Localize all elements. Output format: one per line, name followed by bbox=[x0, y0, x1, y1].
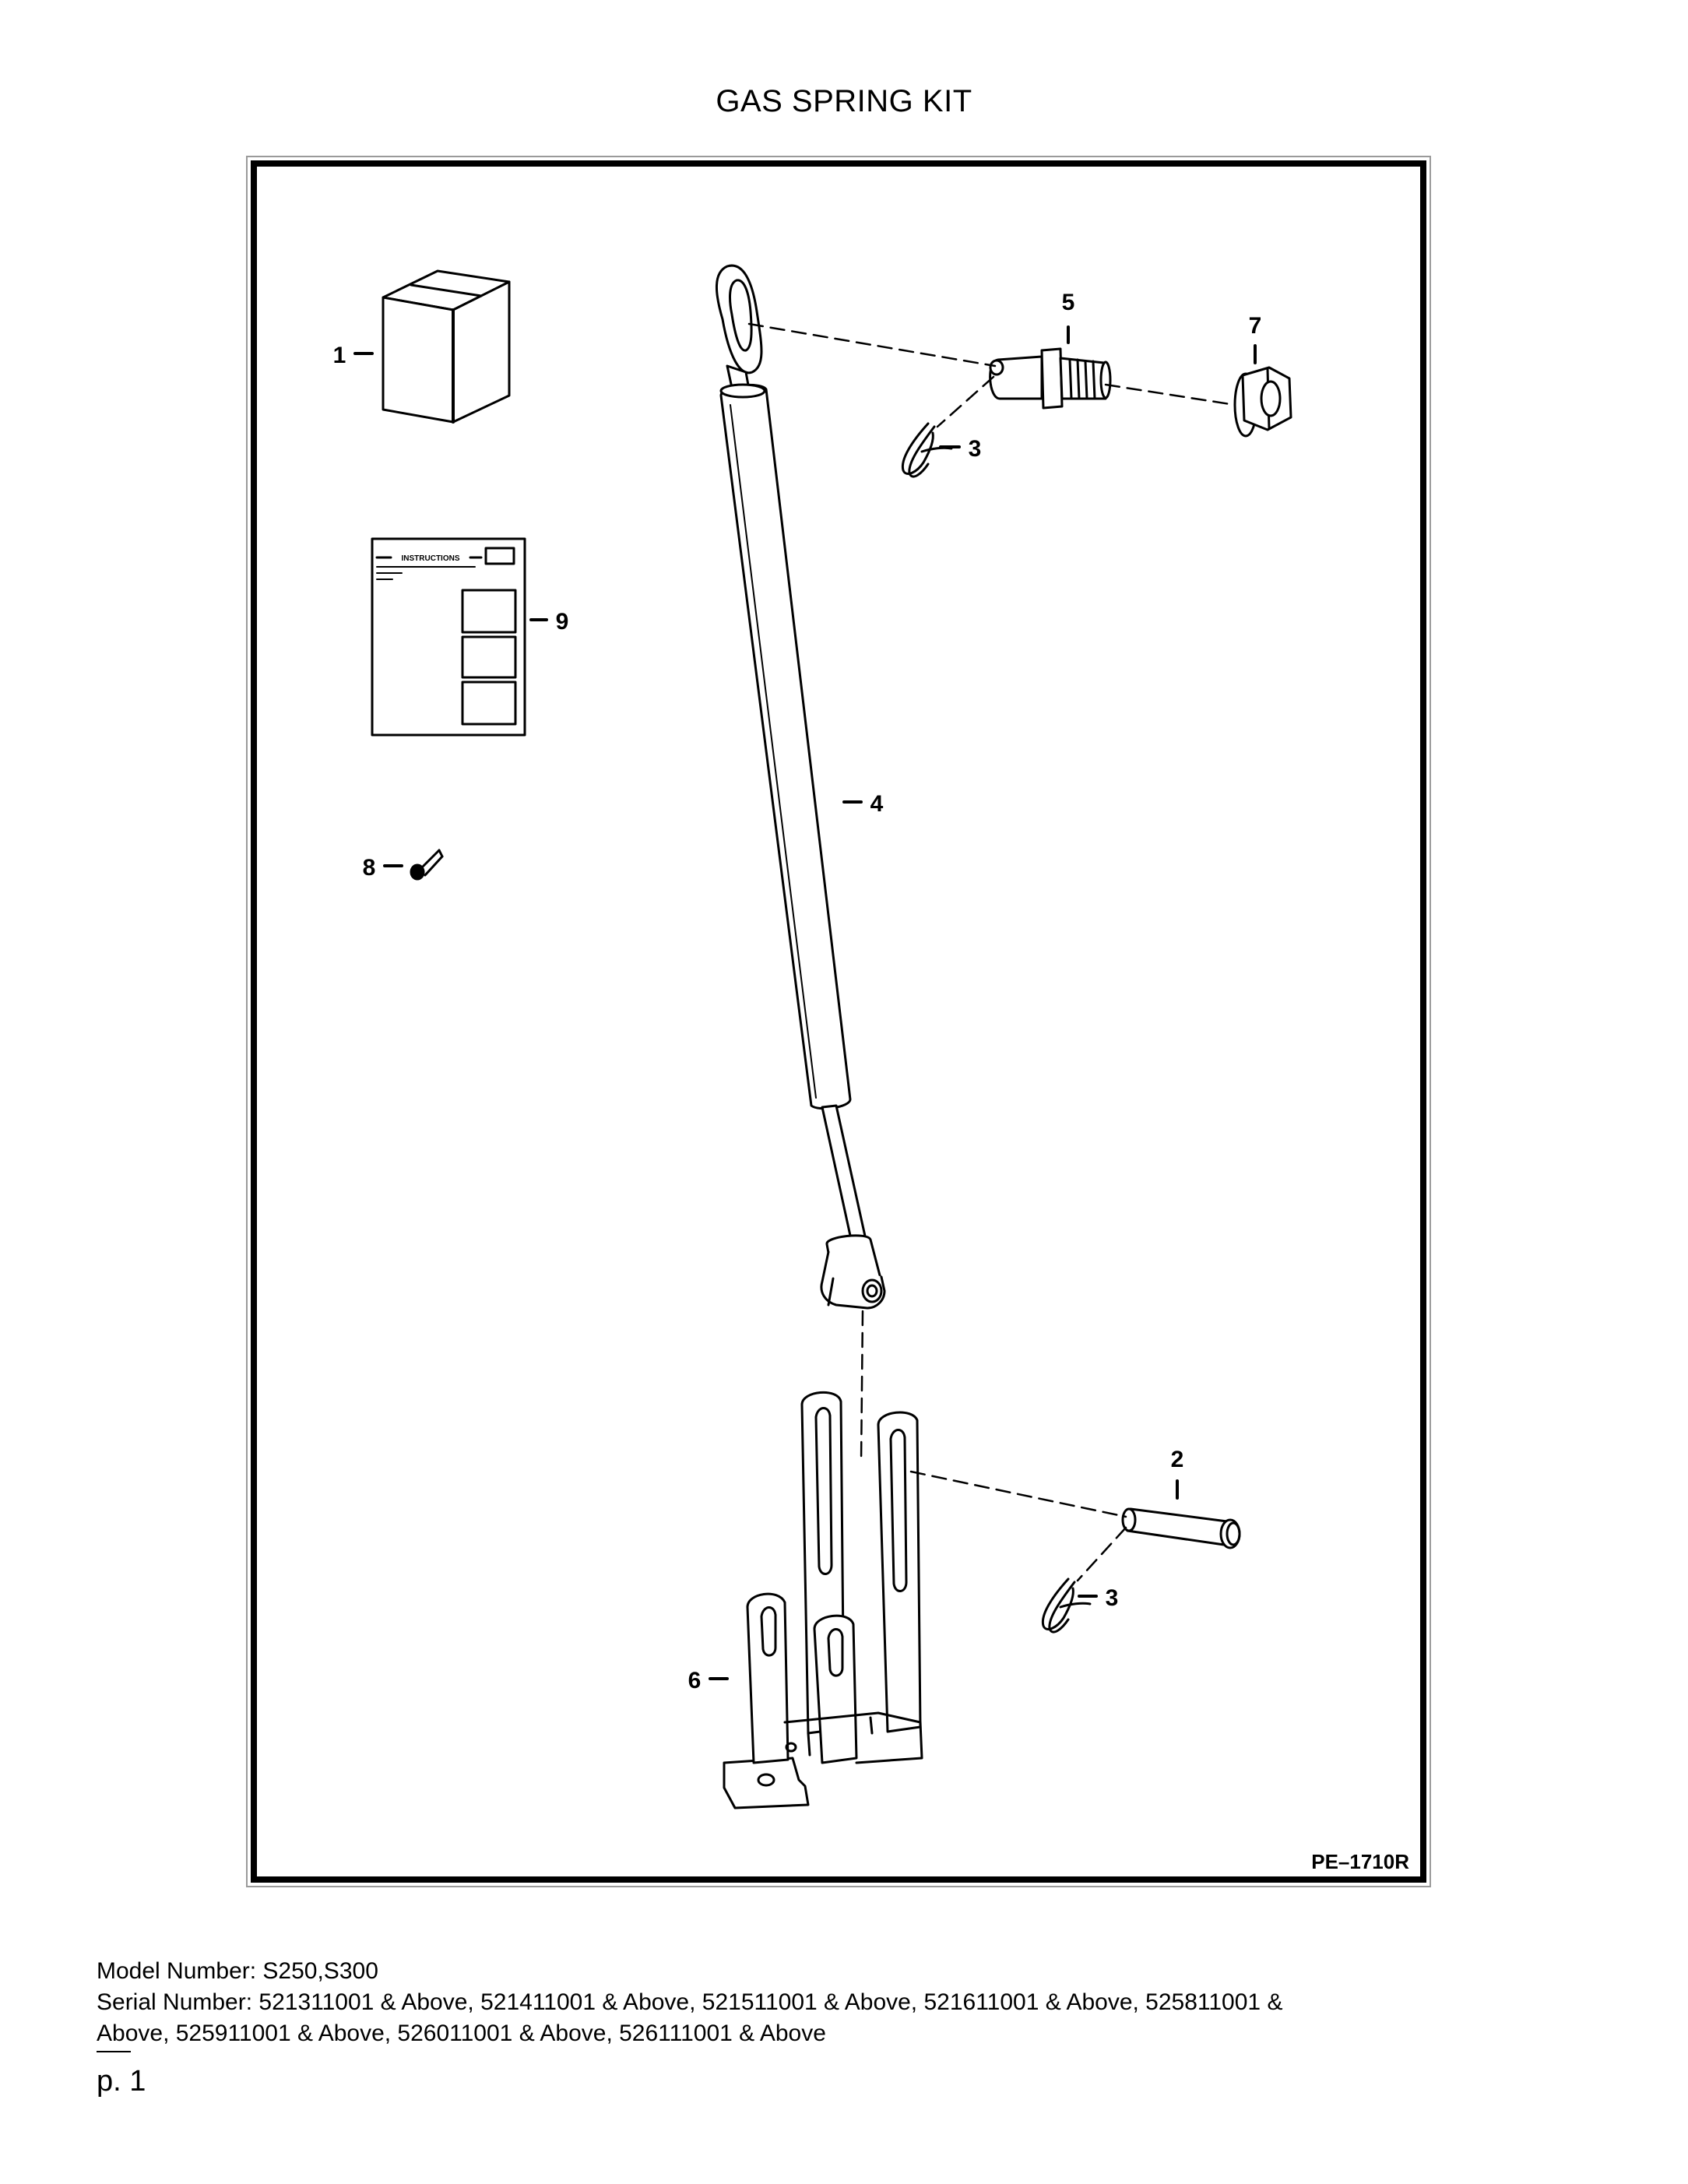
assembly-lines bbox=[747, 322, 1236, 1582]
figure-id: PE–1710R bbox=[1311, 1850, 1409, 1873]
page-title: GAS SPRING KIT bbox=[716, 84, 972, 118]
figure-border bbox=[251, 160, 1426, 1883]
hairpin-clip-lower-drawing bbox=[1041, 1577, 1092, 1634]
callout-2: 2 bbox=[1171, 1447, 1184, 1472]
page-rule bbox=[97, 2051, 131, 2052]
kit-box-drawing bbox=[382, 269, 511, 424]
hairpin-clip-upper-drawing bbox=[901, 422, 953, 478]
callout-9: 9 bbox=[556, 609, 569, 635]
callout-4: 4 bbox=[870, 791, 884, 817]
callout-leaders bbox=[353, 325, 1257, 1680]
gas-spring-drawing bbox=[716, 264, 886, 1310]
page-number: p. 1 bbox=[97, 2065, 146, 2098]
screw-drawing bbox=[410, 849, 444, 881]
model-number: Model Number: S250,S300 bbox=[97, 1958, 378, 1984]
figure-outer-border bbox=[246, 156, 1431, 1887]
serial-number-line-1: Serial Number: 521311001 & Above, 521411… bbox=[97, 1989, 1283, 2015]
serial-number-line-2: Above, 525911001 & Above, 526011001 & Ab… bbox=[97, 2020, 826, 2046]
callout-6: 6 bbox=[688, 1668, 702, 1693]
callout-5: 5 bbox=[1062, 290, 1075, 315]
straight-pin-drawing bbox=[1121, 1507, 1241, 1549]
model-serial-info: Model Number: S250,S300 Serial Number: 5… bbox=[97, 1956, 1599, 2049]
callout-1: 1 bbox=[333, 343, 346, 368]
callout-3-upper: 3 bbox=[969, 436, 982, 462]
callout-8: 8 bbox=[363, 855, 376, 881]
callout-3-lower: 3 bbox=[1106, 1585, 1119, 1611]
flange-nut-drawing bbox=[1233, 366, 1292, 438]
threaded-pin-drawing bbox=[989, 347, 1112, 410]
mounting-bracket-drawing bbox=[723, 1391, 923, 1809]
callout-7: 7 bbox=[1249, 313, 1262, 339]
instructions-label: INSTRUCTIONS bbox=[402, 554, 460, 563]
instruction-sheet-drawing bbox=[371, 537, 526, 737]
